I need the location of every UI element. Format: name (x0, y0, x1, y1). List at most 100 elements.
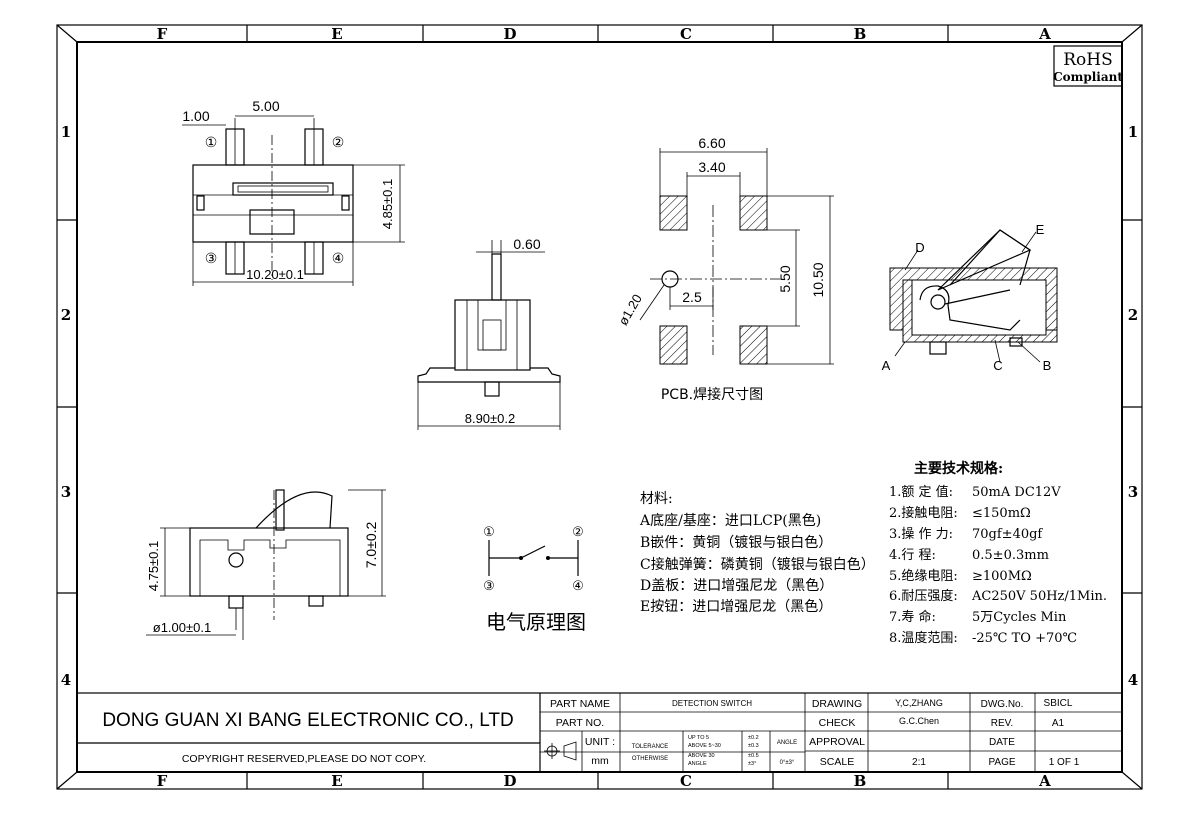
page-label: PAGE (988, 757, 1015, 768)
circuit-terminal-3: ③ (483, 579, 495, 594)
projection-symbol (544, 741, 577, 761)
page-value: 1 OF 1 (1049, 757, 1080, 768)
dim-peg-dia: ø1.00±0.1 (153, 620, 211, 635)
circuit-terminal-4: ④ (572, 579, 584, 594)
col-label: B (854, 772, 867, 790)
row-label: 1 (61, 123, 71, 141)
angle-value: 0°±3° (780, 760, 795, 766)
spec-label: 7.寿 命: (889, 609, 936, 625)
rohs-title: RoHS (1063, 50, 1113, 70)
section-view: A B C D E (882, 222, 1058, 373)
materials-list: 材料: A底座/基座：进口LCP(黑色) B嵌件：黄铜（镀银与银白色） C接触弹… (639, 491, 875, 615)
col-label: E (331, 25, 342, 43)
part-name-label: PART NAME (550, 698, 610, 710)
dim-pcb-outer: 6.60 (698, 135, 725, 151)
dim-pin-thickness: 0.60 (513, 236, 540, 252)
spec-label: 5.绝缘电阻: (889, 568, 958, 584)
tol-range: ABOVE 30 (688, 753, 715, 759)
dim-pad-gap: 5.50 (777, 265, 793, 292)
circuit-diagram: ① ② ③ ④ 电气原理图 (483, 525, 586, 634)
col-label: F (157, 25, 168, 43)
spec-value: AC250V 50Hz/1Min. (971, 589, 1107, 604)
check-label: CHECK (819, 717, 856, 729)
tol-range: ABOVE 5~30 (688, 743, 721, 749)
spec-label: 4.行 程: (889, 548, 936, 563)
column-labels-bottom: F E D C B A (157, 772, 1052, 790)
row-label: 2 (1128, 306, 1138, 324)
angle-label: ANGLE (777, 740, 797, 746)
spec-label: 8.温度范围: (889, 630, 958, 646)
scale-value: 2:1 (912, 757, 926, 768)
col-label: B (854, 25, 867, 43)
materials-title: 材料: (640, 491, 673, 507)
pin-label-2: ② (332, 135, 345, 151)
dim-front-height: 4.75±0.1 (146, 541, 161, 592)
tol-value: ±0.3 (748, 743, 759, 749)
drawing-label: DRAWING (812, 698, 862, 710)
material-item: D盖板：进口增强尼龙（黑色） (640, 577, 833, 594)
material-item: C接触弹簧：磷黄铜（镀银与银白色） (640, 556, 875, 573)
pin-label-3: ③ (205, 251, 218, 267)
tolerance-label: TOLERANCE (632, 744, 669, 750)
dim-hole-offset: 2.5 (682, 289, 702, 305)
front-view: 4.75±0.1 7.0±0.2 ø1.00±0.1 (146, 489, 386, 640)
part-no-label: PART NO. (556, 717, 604, 729)
dim-front-total: 7.0±0.2 (363, 521, 379, 568)
tol-value: ±0.2 (748, 735, 759, 741)
pin-label-1: ① (205, 135, 218, 151)
row-labels-left: 1 2 3 4 (61, 123, 71, 689)
specs-list: 主要技术规格: 1.额 定 值: 50mA DC12V 2.接触电阻: ≤150… (889, 460, 1107, 646)
col-label: C (680, 25, 692, 43)
dim-pcb-inner: 3.40 (698, 159, 725, 175)
sheet-frame (56, 24, 1143, 790)
part-name-value: DETECTION SWITCH (672, 699, 752, 708)
circuit-terminal-2: ② (572, 525, 584, 540)
dwg-no-label: DWG.No. (981, 699, 1024, 710)
spec-value: ≥100MΩ (972, 569, 1032, 584)
tol-range: ANGLE (688, 761, 707, 767)
spec-value: 50mA DC12V (972, 485, 1061, 500)
scale-label: SCALE (820, 756, 854, 768)
drawing-value: Y,C,ZHANG (895, 698, 943, 708)
tol-value: ±0.5 (748, 753, 759, 759)
rev-label: REV. (991, 718, 1013, 729)
spec-value: 70gf±40gf (972, 527, 1043, 542)
company-name: DONG GUAN XI BANG ELECTRONIC CO., LTD (102, 710, 513, 731)
section-label-c: C (993, 358, 1002, 373)
material-item: E按钮：进口增强尼龙（黑色） (640, 598, 832, 615)
side-view: 0.60 8.90±0.2 (417, 236, 561, 430)
dim-side-width: 8.90±0.2 (465, 411, 516, 426)
col-label: A (1038, 772, 1051, 790)
material-item: B嵌件：黄铜（镀银与银白色） (640, 534, 832, 551)
spec-value: 5万Cycles Min (972, 610, 1067, 625)
section-label-a: A (882, 358, 891, 373)
section-label-b: B (1043, 358, 1052, 373)
otherwise-label: OTHERWISE (632, 756, 668, 762)
col-label: A (1038, 25, 1051, 43)
dim-pin-pitch: 5.00 (252, 98, 279, 114)
title-block: DONG GUAN XI BANG ELECTRONIC CO., LTD CO… (76, 692, 1123, 773)
rohs-badge: RoHS Compliant (1053, 45, 1123, 87)
col-label: D (503, 772, 516, 790)
spec-label: 6.耐压强度: (889, 588, 958, 604)
pin-label-4: ④ (332, 251, 345, 267)
copyright-notice: COPYRIGHT RESERVED,PLEASE DO NOT COPY. (182, 753, 426, 765)
column-labels-top: F E D C B A (157, 25, 1052, 43)
unit-value: mm (591, 755, 609, 767)
dim-hole-dia: ø1.20 (615, 292, 645, 328)
pcb-layout: 6.60 3.40 2.5 ø1.20 5.50 10.50 PCB.焊接尺寸图 (615, 135, 834, 403)
dim-body-height: 4.85±0.1 (380, 179, 395, 230)
circuit-terminal-1: ① (483, 525, 495, 540)
unit-label: UNIT : (585, 736, 615, 748)
row-label: 2 (61, 306, 71, 324)
circuit-caption: 电气原理图 (486, 610, 586, 634)
dim-body-width: 10.20±0.1 (246, 267, 304, 282)
row-label: 3 (61, 483, 71, 501)
section-label-d: D (915, 240, 924, 255)
rev-value: A1 (1052, 718, 1065, 729)
spec-label: 2.接触电阻: (889, 505, 958, 521)
tol-value: ±3° (748, 761, 756, 767)
tol-range: UP TO 5 (688, 735, 709, 741)
spec-value: 0.5±0.3mm (972, 548, 1049, 563)
